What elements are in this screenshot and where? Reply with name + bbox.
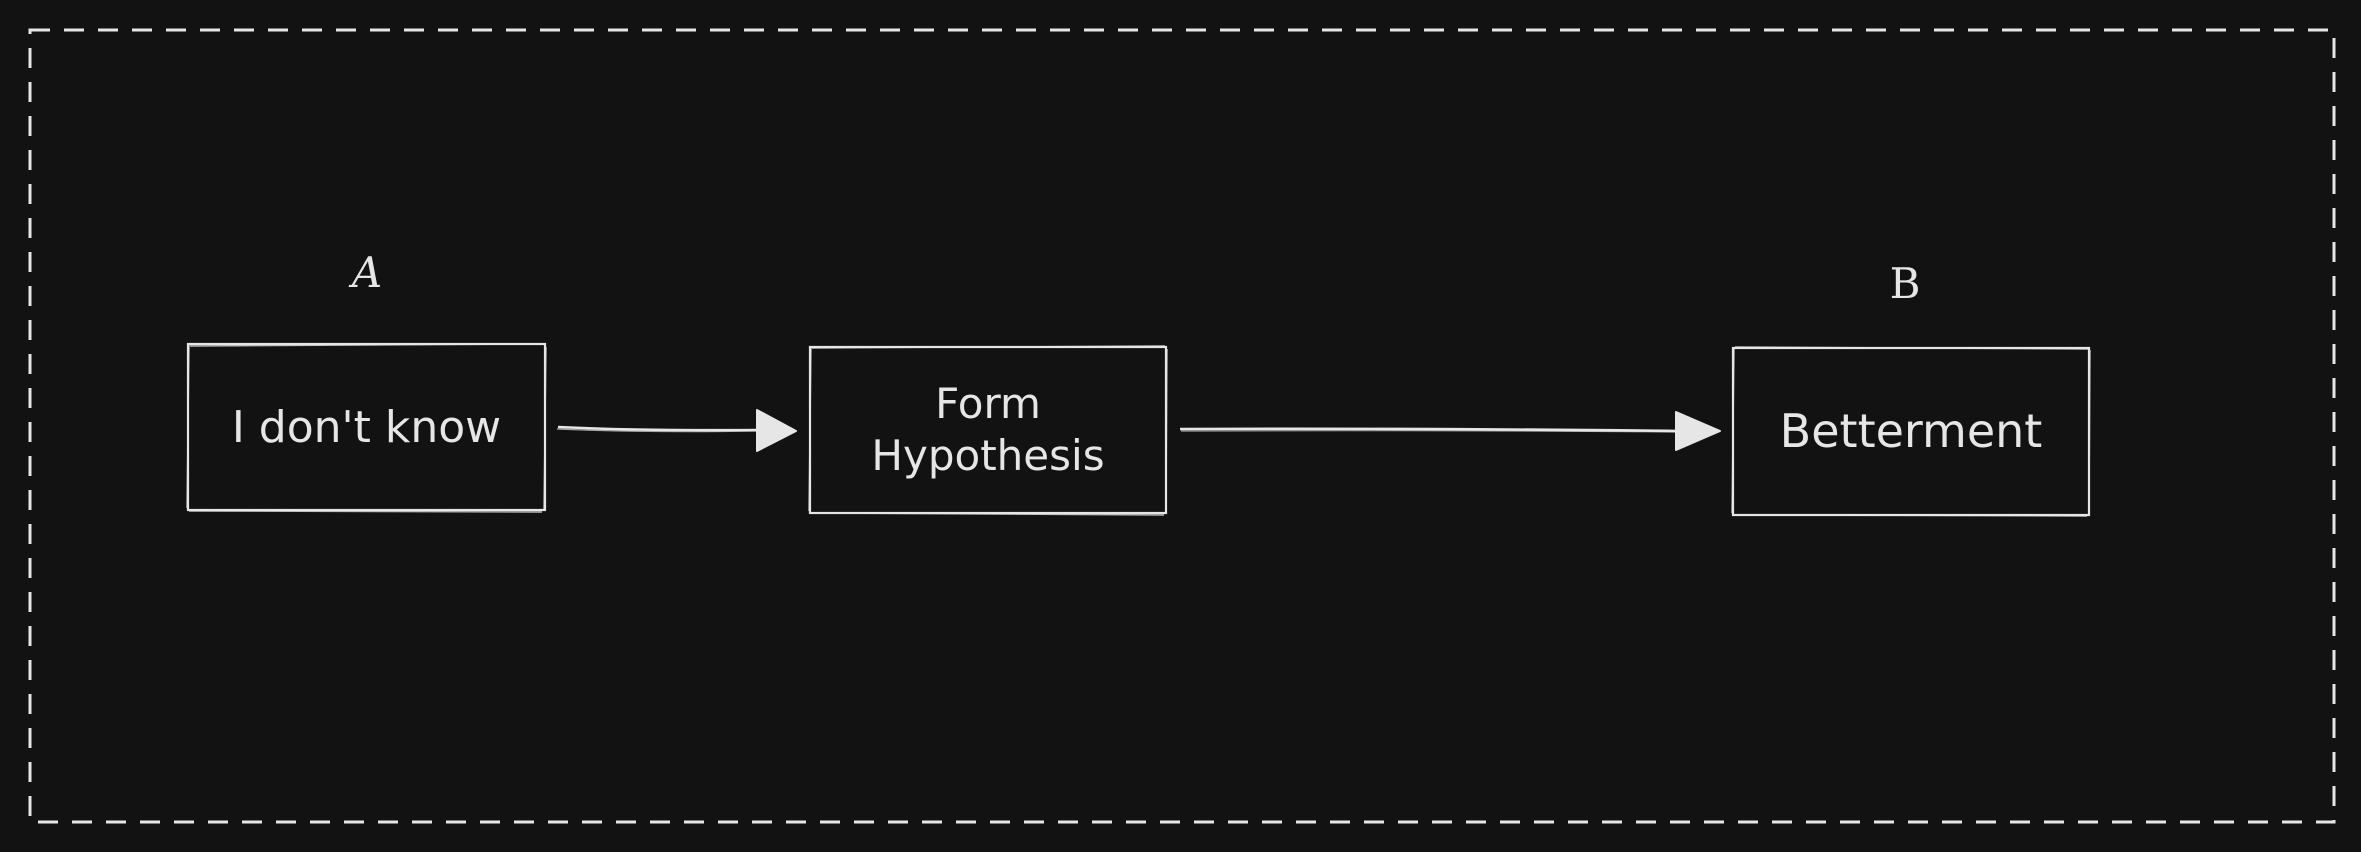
marker-label-a: A — [351, 248, 383, 297]
marker-label-b: B — [1889, 259, 1921, 308]
edge-hypothesis-to-betterment — [1179, 411, 1721, 451]
dashed-frame — [28, 28, 2336, 824]
edge-start-to-hypothesis — [556, 409, 797, 452]
node-label-betterment: Betterment — [1779, 403, 2043, 458]
node-label-start: I don't know — [231, 401, 502, 453]
node-box-betterment[interactable] — [1731, 346, 2091, 517]
node-box-hypothesis[interactable] — [808, 345, 1168, 516]
node-box-start[interactable] — [186, 342, 547, 513]
node-label-hypothesis: Form Hypothesis — [871, 378, 1105, 481]
arrowhead-icon — [1675, 411, 1721, 451]
arrowhead-icon — [756, 409, 797, 452]
